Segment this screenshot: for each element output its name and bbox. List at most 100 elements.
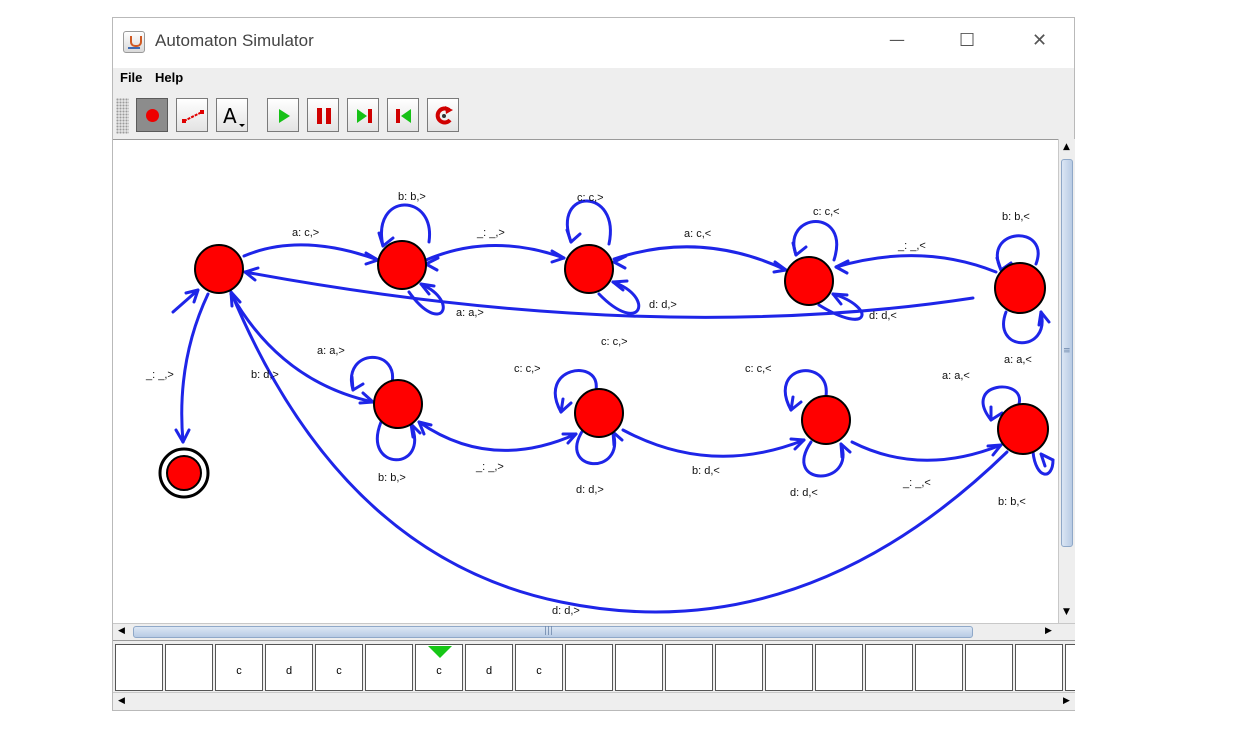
edge-q2-q3[interactable] xyxy=(612,245,788,272)
state-q7[interactable] xyxy=(801,395,851,445)
loop-q6-top[interactable] xyxy=(553,369,598,414)
tape-cell[interactable] xyxy=(165,644,213,691)
scroll-down-icon[interactable]: ▼ xyxy=(1063,607,1070,617)
loop-q8-top[interactable] xyxy=(981,385,1021,422)
tape-scroll-left-icon[interactable]: ◀ xyxy=(118,696,125,706)
loop-q3-top[interactable] xyxy=(792,220,838,262)
pause-icon xyxy=(317,108,331,124)
label-q5-loop-top: a: a,> xyxy=(317,345,345,357)
loop-q2-bottom[interactable] xyxy=(597,280,641,315)
edge-q1-q2[interactable] xyxy=(424,244,566,262)
edge-q0-q5[interactable] xyxy=(229,292,375,404)
label-q3-q4: _: _,< xyxy=(897,240,926,252)
reset-button[interactable] xyxy=(427,98,459,132)
maximize-button[interactable]: ☐ xyxy=(943,18,989,68)
edge-q8-q0[interactable] xyxy=(229,290,1009,614)
step-forward-button[interactable] xyxy=(347,98,379,132)
loop-q8-bottom[interactable] xyxy=(1031,450,1055,476)
tape-symbol: c xyxy=(336,665,342,677)
grip-icon: ≡ xyxy=(1063,346,1071,356)
edge-q0-qf[interactable] xyxy=(180,292,210,444)
tape-symbol: c xyxy=(236,665,242,677)
scroll-right-icon[interactable]: ▶ xyxy=(1045,626,1052,636)
state-q1[interactable] xyxy=(377,240,427,290)
pause-button[interactable] xyxy=(307,98,339,132)
label-q0-qf: _: _,> xyxy=(145,369,174,381)
tape-cell[interactable] xyxy=(715,644,763,691)
tape-cell[interactable]: d xyxy=(465,644,513,691)
step-forward-icon xyxy=(357,109,372,123)
tape-cell[interactable] xyxy=(765,644,813,691)
tape-cell[interactable]: c xyxy=(315,644,363,691)
state-q0[interactable] xyxy=(194,244,244,294)
label-q4-loop-bottom: a: a,< xyxy=(1004,354,1032,366)
loop-q3-bottom[interactable] xyxy=(817,292,864,321)
tape-cell[interactable] xyxy=(615,644,663,691)
horizontal-scroll-thumb[interactable]: ||| xyxy=(133,626,973,638)
label-q8-q0: d: d,> xyxy=(552,605,580,617)
tape-cell[interactable] xyxy=(565,644,613,691)
edge-q3-q4[interactable] xyxy=(834,254,998,274)
tape-cell[interactable] xyxy=(115,644,163,691)
close-button[interactable]: ✕ xyxy=(1016,18,1062,68)
tape-scroll-right-icon[interactable]: ▶ xyxy=(1063,696,1070,706)
state-q5[interactable] xyxy=(373,379,423,429)
tape-cell[interactable] xyxy=(915,644,963,691)
label-q0-q5: b: d,> xyxy=(251,369,279,381)
tape-cell[interactable]: c xyxy=(215,644,263,691)
state-q6[interactable] xyxy=(574,388,624,438)
edge-q6-q7[interactable] xyxy=(621,428,806,458)
state-q3[interactable] xyxy=(784,256,834,306)
menu-help[interactable]: Help xyxy=(155,70,184,85)
edge-q0-q1[interactable] xyxy=(242,243,380,262)
title-bar: Automaton Simulator — ☐ ✕ xyxy=(113,18,1074,68)
horizontal-scrollbar[interactable]: ◀ ||| ▶ xyxy=(113,623,1075,640)
automaton-diagram[interactable]: a: c,> b: b,> _: _,> c: c,> a: c,< c: c,… xyxy=(113,140,1058,624)
loop-q4-bottom[interactable] xyxy=(1002,310,1044,345)
transition-tool-button[interactable] xyxy=(176,98,208,132)
tape-cell[interactable] xyxy=(965,644,1013,691)
scroll-left-icon[interactable]: ◀ xyxy=(118,626,125,636)
loop-q1-top[interactable] xyxy=(380,203,431,248)
tape-cell[interactable] xyxy=(815,644,863,691)
toolbar-grip[interactable] xyxy=(116,98,129,134)
loop-q7-bottom[interactable] xyxy=(802,440,845,478)
label-q0-q1: a: c,> xyxy=(292,227,319,239)
edge-q5-q6[interactable] xyxy=(417,420,578,452)
tape-cell[interactable]: d xyxy=(265,644,313,691)
text-tool-button[interactable]: A xyxy=(216,98,248,132)
state-q8[interactable] xyxy=(997,403,1049,455)
play-button[interactable] xyxy=(267,98,299,132)
loop-q7-top[interactable] xyxy=(783,369,828,412)
tape-cell[interactable] xyxy=(665,644,713,691)
tape-cell[interactable] xyxy=(865,644,913,691)
state-tool-button[interactable] xyxy=(136,98,168,132)
state-qf[interactable] xyxy=(166,455,202,491)
label-q3-loop-bottom: d: d,< xyxy=(869,310,897,322)
tape-cell[interactable] xyxy=(365,644,413,691)
automaton-canvas[interactable]: a: c,> b: b,> _: _,> c: c,> a: c,< c: c,… xyxy=(113,139,1058,624)
vertical-scrollbar[interactable]: ▲ ≡ ▼ xyxy=(1058,139,1075,623)
state-q2[interactable] xyxy=(564,244,614,294)
vertical-scroll-thumb[interactable]: ≡ xyxy=(1061,159,1073,547)
label-q1-loop-bottom: a: a,> xyxy=(456,307,484,319)
menu-file[interactable]: File xyxy=(120,70,143,85)
state-q4[interactable] xyxy=(994,262,1046,314)
tape-cell[interactable]: c xyxy=(415,644,463,691)
red-line-icon xyxy=(182,110,204,123)
tape-scrollbar[interactable]: ◀ ▶ xyxy=(113,692,1075,710)
minimize-button[interactable]: — xyxy=(873,18,919,68)
loop-q2-top[interactable] xyxy=(565,199,612,246)
loop-q5-bottom[interactable] xyxy=(375,420,417,462)
tape-cell[interactable] xyxy=(1015,644,1063,691)
scroll-up-icon[interactable]: ▲ xyxy=(1063,142,1070,152)
loop-q1-bottom[interactable] xyxy=(407,282,445,316)
tape-cell[interactable]: c xyxy=(515,644,563,691)
edge-q4-q0[interactable] xyxy=(243,270,975,319)
toolbar: A xyxy=(113,92,1074,138)
step-back-button[interactable] xyxy=(387,98,419,132)
tape-cell[interactable] xyxy=(1065,644,1075,691)
edge-q7-q8[interactable] xyxy=(850,440,1003,462)
minimize-icon: — xyxy=(889,30,905,49)
text-tool-label: A xyxy=(223,104,237,128)
